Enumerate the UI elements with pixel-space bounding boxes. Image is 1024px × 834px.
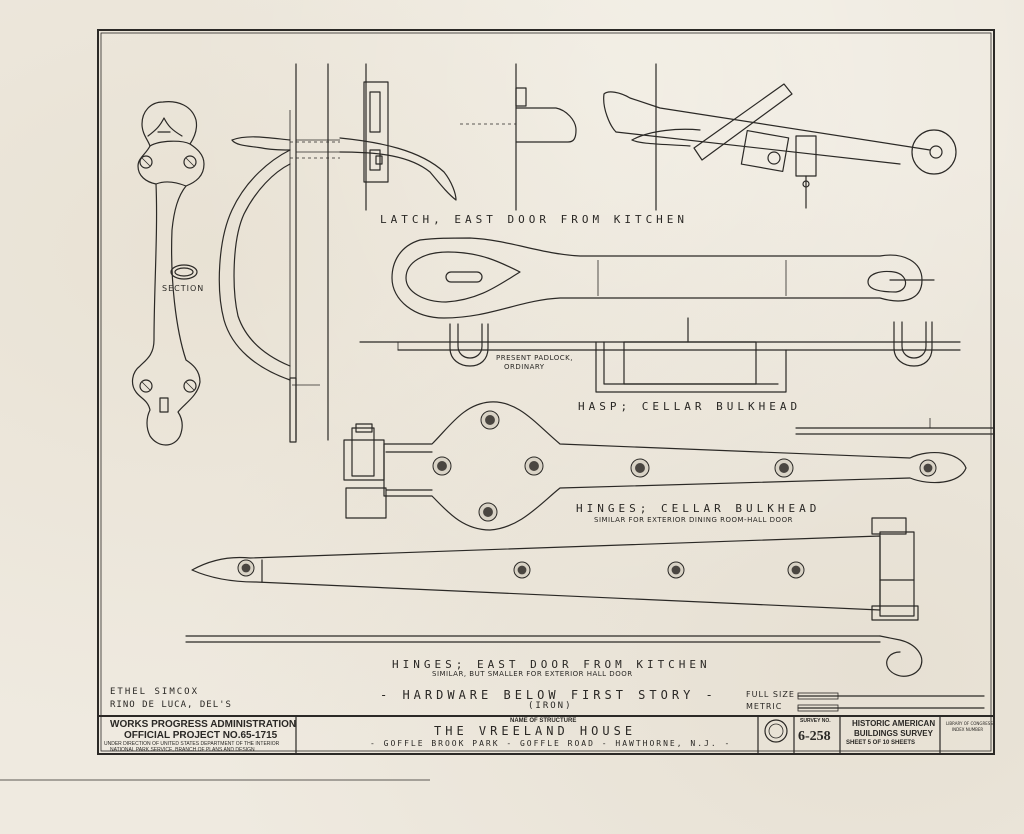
structure-name-label: NAME OF STRUCTURE	[510, 718, 577, 724]
scale-full-size: FULL SIZE	[746, 690, 795, 699]
title-block-lines	[98, 715, 994, 755]
survey-number: 6-258	[798, 729, 831, 744]
rivet-core	[779, 463, 789, 473]
padlock-note-2: ORDINARY	[504, 363, 545, 371]
rivet-core	[241, 563, 251, 573]
cellar-hinge-note: SIMILAR FOR EXTERIOR DINING ROOM-HALL DO…	[594, 516, 793, 524]
sheet-title: - HARDWARE BELOW FIRST STORY -	[380, 688, 717, 702]
sheet-number: SHEET 5 OF 10 SHEETS	[846, 740, 916, 746]
library-line-1: LIBRARY OF CONGRESS	[946, 721, 993, 726]
rivet-core	[483, 507, 493, 517]
structure-location: - GOFFLE BROOK PARK - GOFFLE ROAD - HAWT…	[370, 739, 732, 748]
latch-title: LATCH, EAST DOOR FROM KITCHEN	[380, 213, 689, 226]
rivet-core	[635, 463, 645, 473]
scale-metric: METRIC	[746, 702, 783, 711]
hasp-drawing	[359, 237, 961, 393]
survey-number-label: SURVEY NO.	[800, 718, 831, 724]
door-handle-side	[218, 63, 340, 443]
project-number: OFFICIAL PROJECT NO.65-1715	[124, 730, 278, 741]
padlock-note: PRESENT PADLOCK,	[496, 354, 573, 362]
habs-line-2: BUILDINGS SURVEY	[854, 729, 933, 738]
library-line-2: INDEX NUMBER	[952, 727, 984, 732]
door-handle-front	[131, 101, 205, 446]
drawing-border	[97, 29, 995, 755]
habs-line-1: HISTORIC AMERICAN	[852, 719, 936, 728]
section-label: SECTION	[162, 284, 205, 293]
cellar-hinge-title: HINGES; CELLAR BULKHEAD	[576, 502, 821, 515]
rivet-core	[671, 565, 681, 575]
rivet-core	[437, 461, 447, 471]
rivet-core	[791, 565, 801, 575]
direction-line-1: UNDER DIRECTION OF UNITED STATES DEPARTM…	[104, 741, 280, 747]
cellar-hinge-drawing	[343, 401, 995, 531]
scale-bars	[797, 692, 985, 712]
structure-name: THE VREELAND HOUSE	[434, 724, 637, 738]
latch-drawing	[296, 63, 957, 211]
east-hinge-note: SIMILAR, BUT SMALLER FOR EXTERIOR HALL D…	[432, 670, 633, 678]
rivet-core	[529, 461, 539, 471]
delineator-2: RINO DE LUCA, DEL'S	[110, 700, 232, 710]
hasp-title: HASP; CELLAR BULKHEAD	[578, 400, 802, 413]
wpa-label: WORKS PROGRESS ADMINISTRATION	[110, 719, 297, 730]
rivet-core	[923, 463, 933, 473]
east-door-hinge-drawing	[185, 517, 923, 677]
direction-line-2: NATIONAL PARK SERVICE, BRANCH OF PLANS A…	[110, 747, 255, 753]
hinge-rivets	[237, 410, 937, 579]
east-hinge-title: HINGES; EAST DOOR FROM KITCHEN	[392, 658, 711, 671]
delineator-1: ETHEL SIMCOX	[110, 687, 200, 697]
rivet-core	[485, 415, 495, 425]
material-note: (IRON)	[528, 701, 573, 711]
rivet-core	[517, 565, 527, 575]
